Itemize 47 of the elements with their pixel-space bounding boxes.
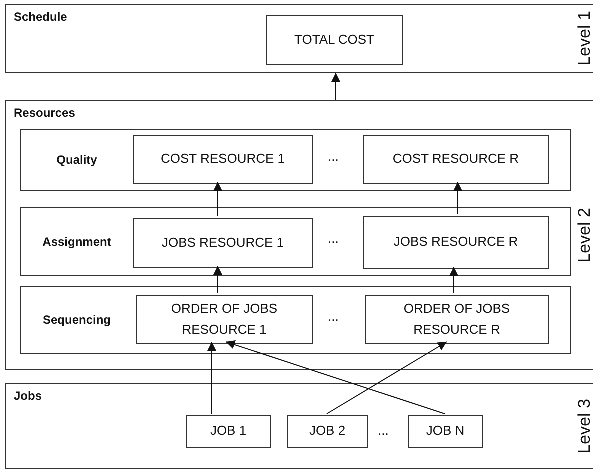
arrow <box>226 340 446 414</box>
panel-heading: Resources <box>14 105 76 122</box>
ellipsis-text: ... <box>328 232 339 245</box>
box-text: JOB 2 <box>309 422 346 440</box>
box-text: JOBS RESOURCE 1 <box>162 234 284 252</box>
box-text: JOB 1 <box>210 422 247 440</box>
level-panel <box>5 383 593 469</box>
level-label: Level 2 <box>576 208 592 262</box>
arrow <box>208 342 216 414</box>
box-text: COST RESOURCE R <box>392 150 520 168</box>
box-text: ORDER OF JOBS RESOURCE 1 <box>170 300 279 338</box>
arrow <box>214 266 222 294</box>
ellipsis-text: ... <box>378 424 389 437</box>
arrow <box>332 72 340 100</box>
level-label: Level 1 <box>576 11 592 66</box>
row-label: Quality <box>56 152 98 169</box>
row-label: Assignment <box>42 234 112 250</box>
arrow <box>214 182 222 216</box>
row-label: Sequencing <box>42 312 111 329</box>
arrow <box>450 266 458 294</box>
process-box <box>133 218 313 268</box>
box-text: JOBS RESOURCE R <box>394 233 518 252</box>
level-panel <box>5 4 593 73</box>
box-text: ORDER OF JOBS RESOURCE R <box>402 300 512 338</box>
ellipsis-text: ... <box>328 150 339 163</box>
box-text: JOB N <box>426 422 465 440</box>
box-text: TOTAL COST <box>294 30 374 49</box>
arrow <box>326 342 448 414</box>
box-text: COST RESOURCE 1 <box>160 150 285 168</box>
process-box <box>365 295 549 344</box>
level-panel <box>5 100 593 370</box>
arrow <box>454 182 462 214</box>
process-box <box>408 415 483 448</box>
layer-row <box>20 286 571 354</box>
process-box <box>136 295 313 344</box>
process-box <box>363 216 549 269</box>
layer-row <box>20 207 571 276</box>
process-box <box>266 15 403 65</box>
process-box <box>287 415 368 448</box>
layer-row <box>20 129 571 191</box>
ellipsis-text: ... <box>328 310 339 323</box>
panel-heading: Jobs <box>14 388 42 405</box>
process-box <box>186 415 271 448</box>
process-box <box>363 135 549 184</box>
process-box <box>133 135 313 184</box>
panel-heading: Schedule <box>14 9 68 26</box>
level-label: Level 3 <box>576 398 592 454</box>
